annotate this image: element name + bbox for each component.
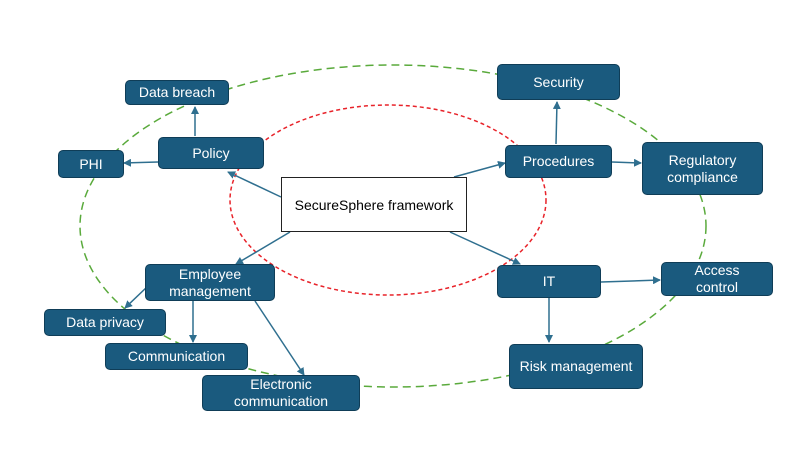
node-communication-label: Communication xyxy=(127,348,226,364)
node-employee-management-label: Employee management xyxy=(169,265,251,299)
arrow-it-to-access xyxy=(600,276,661,285)
node-it-label: IT xyxy=(542,273,556,289)
node-access-control-label: Access control xyxy=(694,262,740,295)
arrow-employee-to-electronic xyxy=(254,300,305,376)
arrow-procedures-to-regulatory xyxy=(611,158,642,167)
center-node: SecureSphere framework xyxy=(281,177,467,232)
arrow-policy-to-phi xyxy=(123,158,159,167)
node-procedures-label: Procedures xyxy=(522,153,595,169)
node-policy-label: Policy xyxy=(192,144,230,161)
arrow-center-to-employee xyxy=(235,231,291,265)
node-risk-management: Risk management xyxy=(509,344,643,389)
node-security-label: Security xyxy=(533,73,584,90)
node-electronic-communication: Electronic communication xyxy=(202,375,360,411)
node-phi: PHI xyxy=(58,150,124,178)
node-data-breach-label: Data breach xyxy=(138,84,216,100)
node-policy: Policy xyxy=(158,137,264,169)
node-it: IT xyxy=(497,265,601,298)
arrow-center-to-policy xyxy=(227,171,282,198)
arrow-procedures-to-security xyxy=(552,101,561,145)
node-data-breach: Data breach xyxy=(125,80,229,105)
node-phi-label: PHI xyxy=(79,155,103,172)
node-electronic-communication-label: Electronic communication xyxy=(233,376,329,409)
node-regulatory-compliance: Regulatory compliance xyxy=(642,142,763,195)
outer-ellipse xyxy=(79,64,707,388)
arrow-center-to-it xyxy=(449,231,521,265)
node-data-privacy: Data privacy xyxy=(44,309,166,336)
node-communication: Communication xyxy=(105,343,248,370)
node-risk-management-label: Risk management xyxy=(519,358,633,374)
node-procedures: Procedures xyxy=(505,145,612,178)
node-access-control: Access control xyxy=(661,262,773,296)
center-label: SecureSphere framework xyxy=(294,196,454,213)
node-employee-management: Employee management xyxy=(145,264,275,301)
inner-ellipse xyxy=(229,104,547,296)
arrow-employee-to-data-privacy xyxy=(124,285,149,309)
node-security: Security xyxy=(497,64,620,100)
node-data-privacy-label: Data privacy xyxy=(66,314,144,330)
arrow-center-to-procedures xyxy=(453,160,506,178)
node-regulatory-compliance-label: Regulatory compliance xyxy=(667,151,738,185)
